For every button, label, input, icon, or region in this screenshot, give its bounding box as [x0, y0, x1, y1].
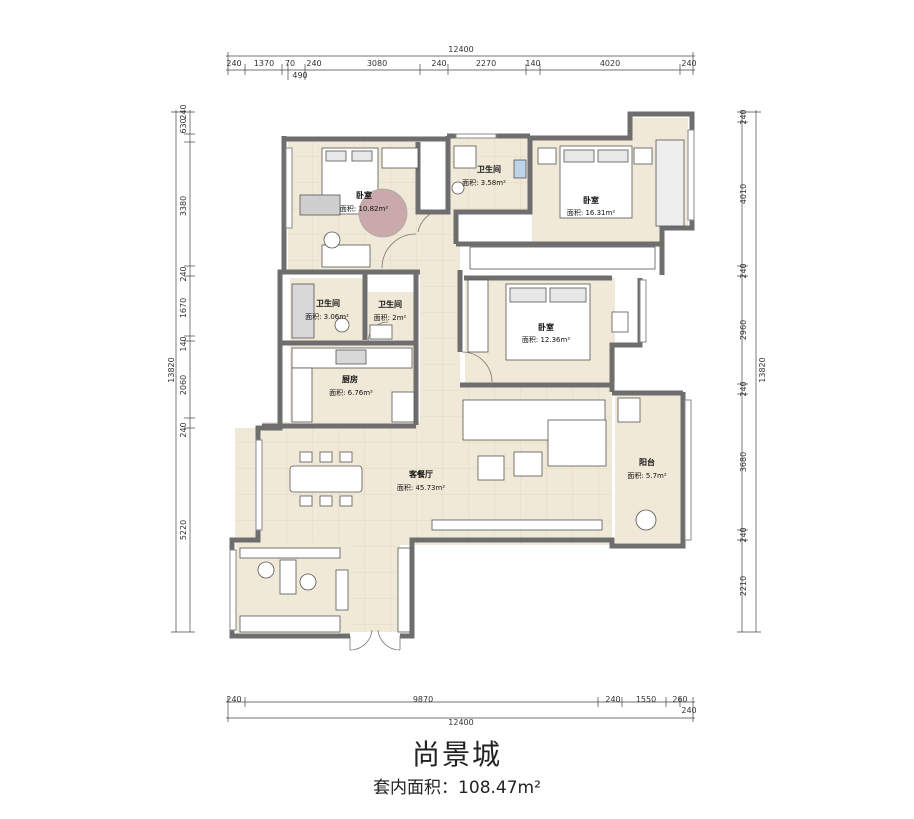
room-living-area: 面积: 45.73m² [397, 483, 445, 492]
dim-right-6: 240 [739, 527, 748, 542]
dim-left-6: 2060 [179, 375, 188, 395]
room-bedroom2-area: 面积: 16.31m² [567, 208, 615, 217]
dim-top-8: 4020 [600, 59, 620, 68]
dim-right-1: 4010 [739, 184, 748, 204]
dim-bottom-0: 240 [226, 695, 241, 704]
dim-left-2: 3380 [179, 196, 188, 216]
dim-left-0: 630 [179, 118, 188, 133]
room-bath1-area: 面积: 3.58m² [462, 178, 506, 187]
dim-top-2: 70 [285, 59, 295, 68]
furniture [239, 139, 685, 633]
dim-left-8: 5220 [179, 520, 188, 540]
dim-left-3: 240 [179, 266, 188, 281]
dim-left-1: 240 [179, 104, 188, 119]
dim-right-7: 2210 [739, 576, 748, 596]
dimension-labels: 12400 240 1370 70 240 3080 240 2270 140 … [167, 45, 767, 727]
dim-bottom-2: 240 [605, 695, 620, 704]
windows [229, 129, 695, 631]
dim-right-0: 240 [739, 109, 748, 124]
dim-right-4: 240 [739, 381, 748, 396]
dim-top-0: 240 [226, 59, 241, 68]
dim-top-7: 140 [525, 59, 540, 68]
dim-top-1: 1370 [254, 59, 274, 68]
dim-top-sub: 490 [292, 71, 307, 80]
dim-bottom-3: 1550 [636, 695, 656, 704]
dim-bottom-total: 12400 [448, 718, 473, 727]
dim-left-4: 1670 [179, 298, 188, 318]
room-kitchen-name: 厨房 [342, 374, 358, 384]
room-bedroom1-area: 面积: 10.82m² [340, 204, 388, 213]
room-bedroom2-name: 卧室 [583, 195, 599, 205]
room-bedroom1-name: 卧室 [356, 190, 372, 200]
dim-bottom-4: 260 [672, 695, 687, 704]
dim-left-total: 13820 [167, 357, 176, 382]
dim-top-total: 12400 [448, 45, 473, 54]
room-living-name: 客餐厅 [408, 469, 433, 479]
room-kitchen-area: 面积: 6.76m² [329, 388, 373, 397]
plan-subtitle: 套内面积：108.47m² [373, 778, 541, 798]
dim-left-7: 240 [179, 422, 188, 437]
dim-bottom-5: 240 [681, 706, 696, 715]
room-bath2-name: 卫生间 [316, 298, 340, 308]
dim-top-9: 240 [681, 59, 696, 68]
room-bedroom3-area: 面积: 12.36m² [522, 335, 570, 344]
dim-top-6: 2270 [476, 59, 496, 68]
room-bath3-name: 卫生间 [378, 299, 402, 309]
room-bath2-area: 面积: 3.06m² [305, 312, 349, 321]
dim-top-3: 240 [306, 59, 321, 68]
dim-top-5: 240 [431, 59, 446, 68]
room-balcony-name: 阳台 [639, 457, 655, 467]
room-bath3-area: 面积: 2m² [374, 313, 407, 322]
dim-right-5: 3680 [739, 452, 748, 472]
room-balcony-area: 面积: 5.7m² [627, 471, 667, 480]
room-bedroom3-name: 卧室 [538, 322, 554, 332]
dim-right-2: 240 [739, 263, 748, 278]
room-bath1-name: 卫生间 [477, 164, 501, 174]
room-labels: 卧室 面积: 10.82m² 卫生间 面积: 3.58m² 卧室 面积: 16.… [305, 164, 667, 492]
dimension-lines [171, 52, 761, 722]
dim-left-5: 140 [179, 336, 188, 351]
dim-bottom-1: 9870 [413, 695, 433, 704]
dim-right-3: 2960 [739, 320, 748, 340]
dim-top-4: 3080 [367, 59, 387, 68]
dim-right-total: 13820 [758, 357, 767, 382]
plan-title: 尚景城 [411, 738, 502, 771]
